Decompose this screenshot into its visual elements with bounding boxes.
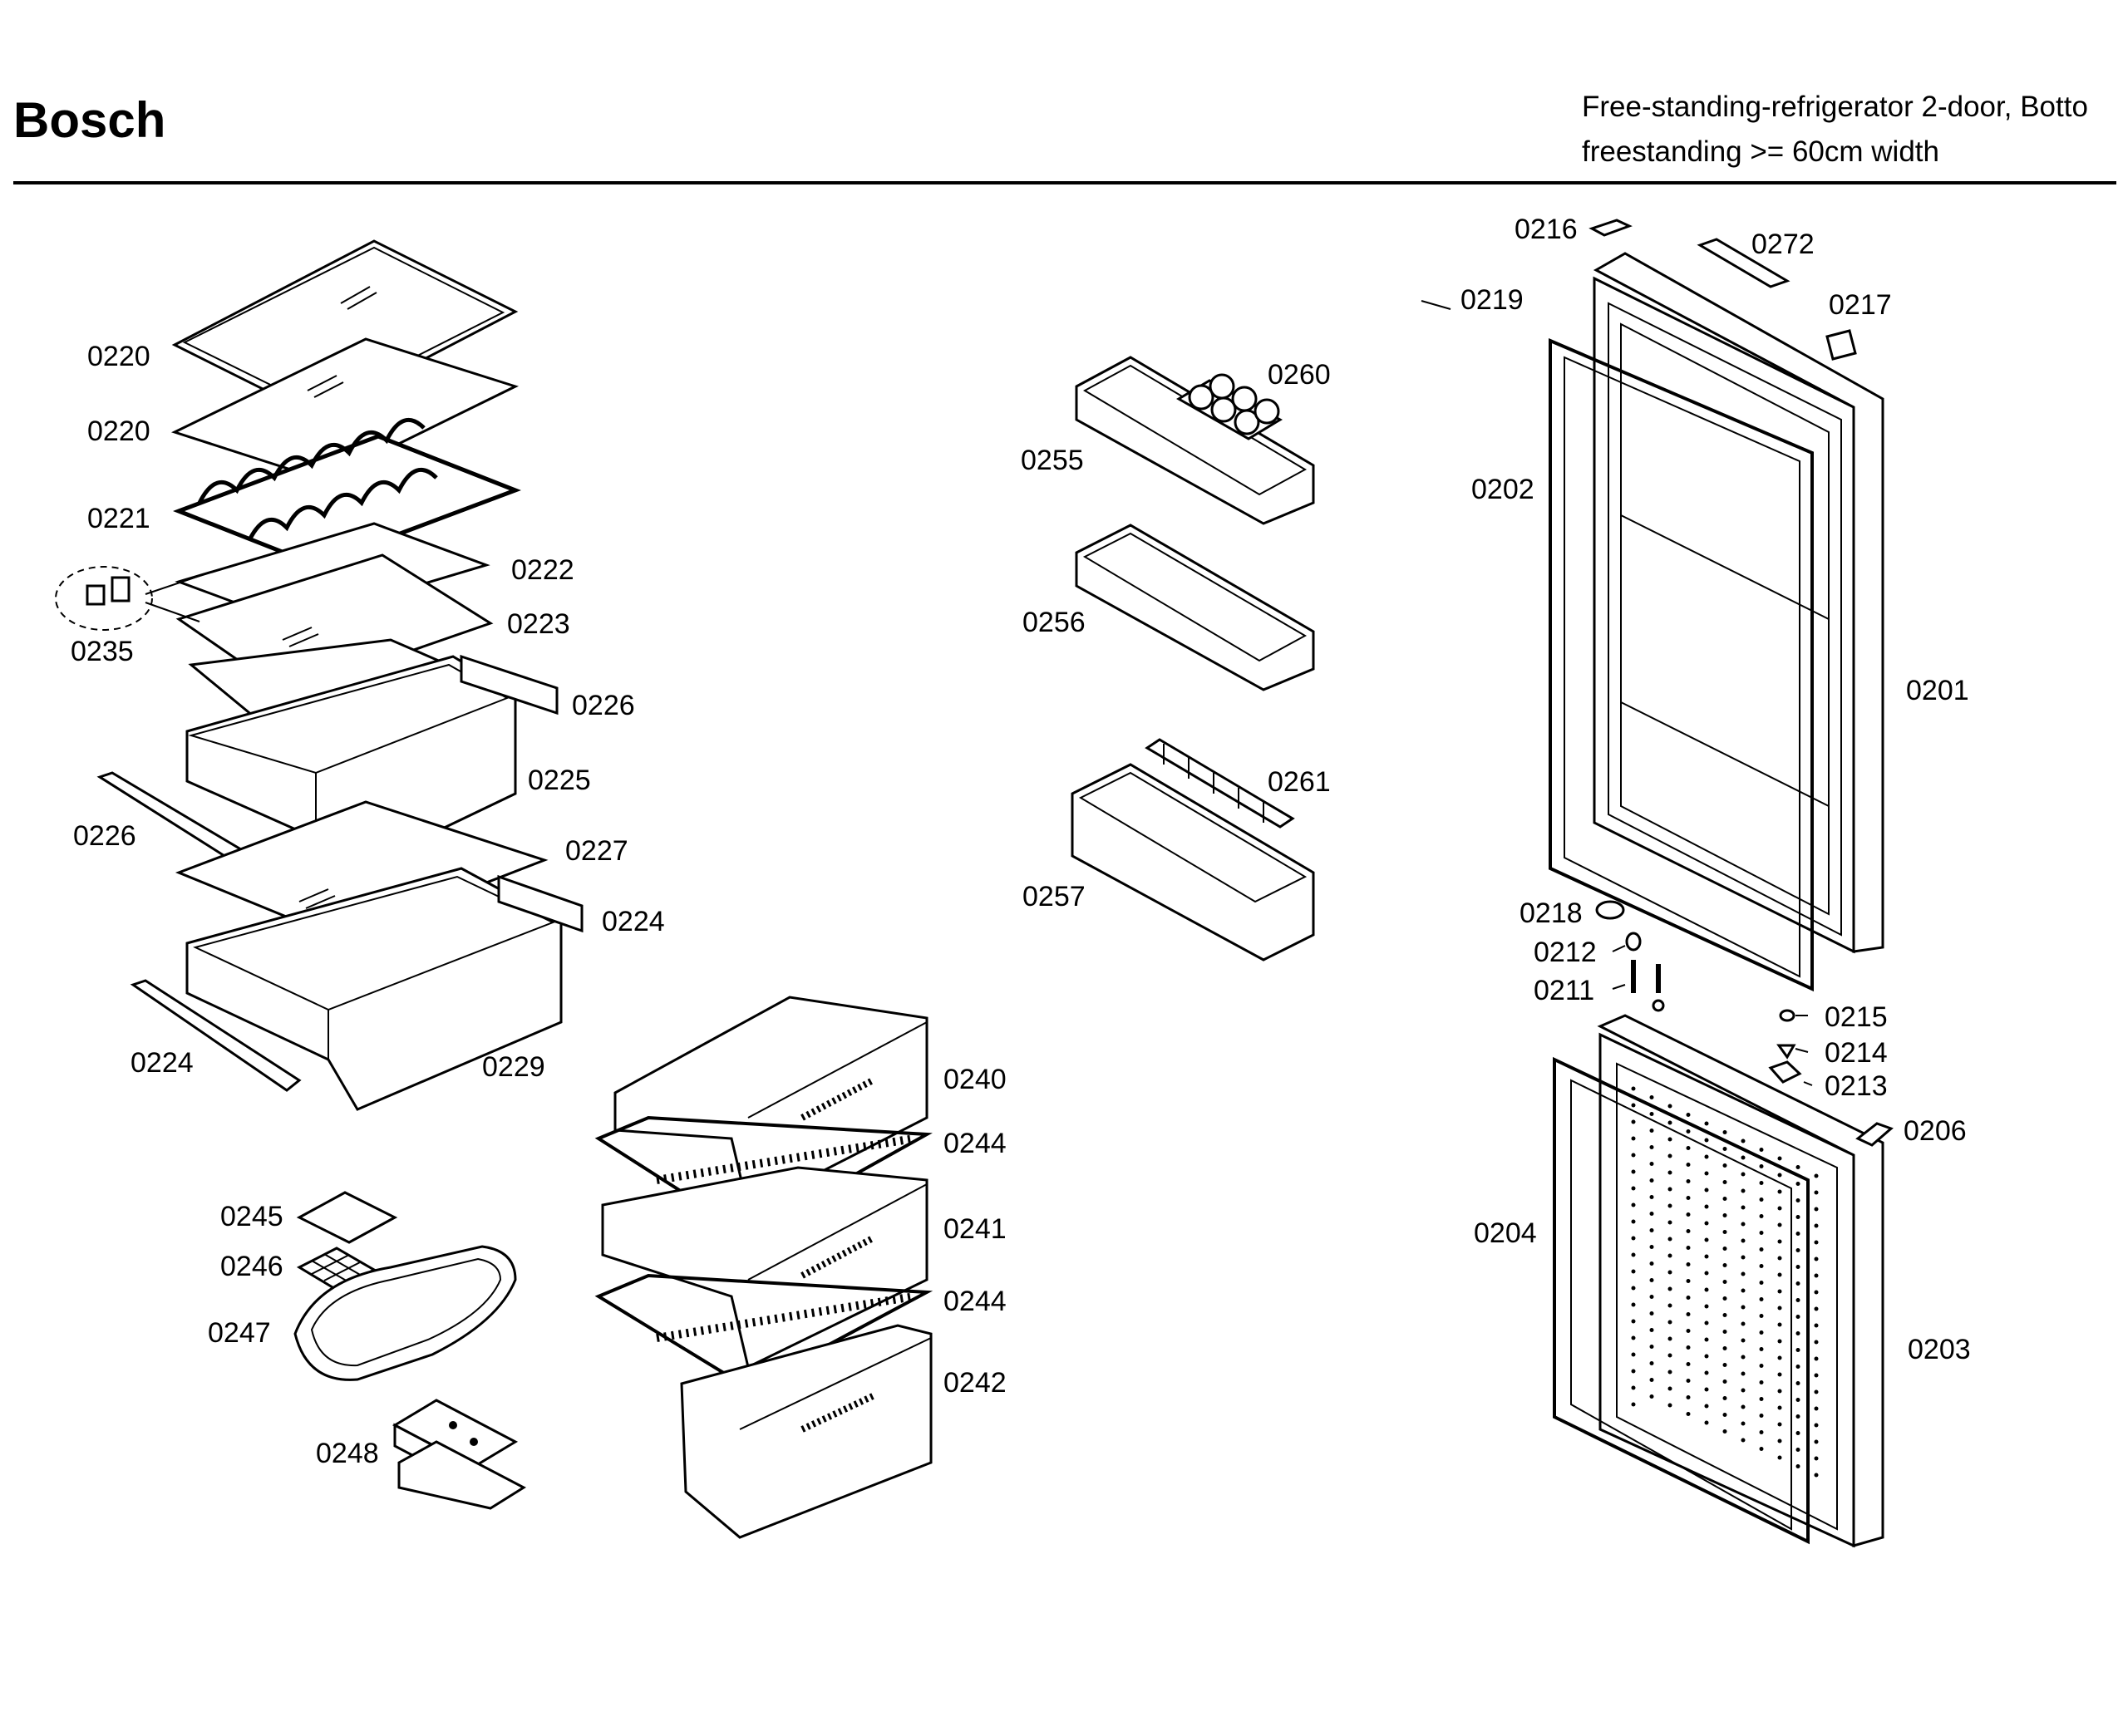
- door-bin-0257: [1071, 763, 1315, 961]
- label-0260: 0260: [1268, 359, 1331, 391]
- label-0217: 0217: [1829, 289, 1892, 321]
- label-0201: 0201: [1906, 675, 1969, 706]
- label-0219: 0219: [1460, 284, 1524, 316]
- side-rail-0226-right: [460, 654, 559, 716]
- washer-0215: [1779, 1009, 1795, 1022]
- label-0226-right: 0226: [572, 690, 635, 721]
- hinge-cap-0217: [1825, 329, 1857, 361]
- label-0221: 0221: [87, 503, 150, 534]
- lower-door-0203: [1597, 1014, 1884, 1548]
- label-0248: 0248: [316, 1438, 379, 1469]
- hinge-pin-0211: [1631, 960, 1665, 1012]
- label-0212: 0212: [1534, 937, 1597, 968]
- label-0224-right: 0224: [602, 906, 665, 937]
- leader-lines: [1421, 300, 1813, 1086]
- label-0215: 0215: [1825, 1001, 1888, 1033]
- label-0242: 0242: [943, 1367, 1007, 1399]
- label-0206: 0206: [1904, 1115, 1967, 1147]
- ice-storage-tray-0247: [293, 1245, 517, 1381]
- label-0220-top: 0220: [87, 341, 150, 372]
- bushing-0212: [1625, 932, 1642, 952]
- model-description-line-2: freestanding >= 60cm width: [1582, 135, 1939, 168]
- header-rule: [13, 181, 2116, 184]
- door-gasket-0202: [1549, 337, 1814, 992]
- label-0256: 0256: [1022, 607, 1086, 638]
- door-liner-dimples: [1631, 1086, 1819, 1478]
- label-0213: 0213: [1825, 1070, 1888, 1102]
- label-0227: 0227: [565, 835, 628, 867]
- label-0226-left: 0226: [73, 820, 136, 852]
- label-0202: 0202: [1471, 474, 1534, 505]
- label-0255: 0255: [1021, 445, 1084, 476]
- cold-pack-0248: [392, 1399, 527, 1510]
- ice-tray-lid-0245: [296, 1191, 398, 1244]
- label-0246: 0246: [220, 1251, 283, 1282]
- label-0225: 0225: [528, 765, 591, 796]
- door-hinge-0218: [1595, 900, 1625, 920]
- freezer-drawer-0242: [680, 1324, 933, 1539]
- wire-shelf-0244-lower: [594, 1273, 933, 1390]
- door-bin-0256: [1075, 524, 1315, 691]
- glass-shelf-0220-lower: [170, 337, 520, 482]
- handle-trim-0272: [1697, 238, 1790, 288]
- label-0214: 0214: [1825, 1037, 1888, 1069]
- label-0211: 0211: [1534, 975, 1594, 1006]
- label-0216: 0216: [1515, 214, 1578, 245]
- label-0204: 0204: [1474, 1217, 1537, 1249]
- bottle-divider-0261: [1145, 738, 1295, 829]
- label-0218: 0218: [1520, 898, 1583, 929]
- screw-0214: [1776, 1044, 1796, 1060]
- side-rail-0224-left: [130, 979, 302, 1092]
- label-0241: 0241: [943, 1213, 1007, 1245]
- egg-tray-0260: [1176, 373, 1283, 440]
- label-0229: 0229: [482, 1051, 545, 1083]
- label-0261: 0261: [1268, 766, 1331, 798]
- label-0220-lower: 0220: [87, 416, 150, 447]
- wine-rack-0221: [173, 418, 521, 568]
- hinge-bracket-0206: [1855, 1122, 1894, 1147]
- door-gasket-0204: [1553, 1056, 1810, 1545]
- label-0272: 0272: [1751, 229, 1815, 260]
- model-description: Free-standing-refrigerator 2-door, Botto…: [1582, 85, 2088, 175]
- retainer-clip-0235: [55, 566, 213, 631]
- side-rail-0224-right: [497, 874, 584, 933]
- label-0240: 0240: [943, 1064, 1007, 1095]
- label-0244-lower: 0244: [943, 1286, 1007, 1317]
- label-0223: 0223: [507, 608, 570, 640]
- upper-door-0201: [1593, 252, 1884, 954]
- label-0235: 0235: [71, 636, 134, 667]
- crisper-drawer-0229: [185, 867, 563, 1111]
- hinge-cover-0216: [1588, 219, 1633, 237]
- label-0257: 0257: [1022, 881, 1086, 912]
- brand-name: Bosch: [13, 92, 166, 148]
- label-0244-upper: 0244: [943, 1128, 1007, 1159]
- freezer-drawer-0240: [613, 996, 928, 1212]
- freezer-drawer-0241: [601, 1166, 928, 1370]
- label-0203: 0203: [1908, 1334, 1971, 1365]
- door-bin-0255: [1075, 356, 1315, 525]
- label-0224-left: 0224: [131, 1047, 194, 1079]
- model-description-line-1: Free-standing-refrigerator 2-door, Botto: [1582, 91, 2088, 123]
- label-0222: 0222: [511, 554, 574, 586]
- hinge-block-0213: [1768, 1060, 1802, 1084]
- label-0247: 0247: [208, 1317, 271, 1349]
- label-0245: 0245: [220, 1201, 283, 1232]
